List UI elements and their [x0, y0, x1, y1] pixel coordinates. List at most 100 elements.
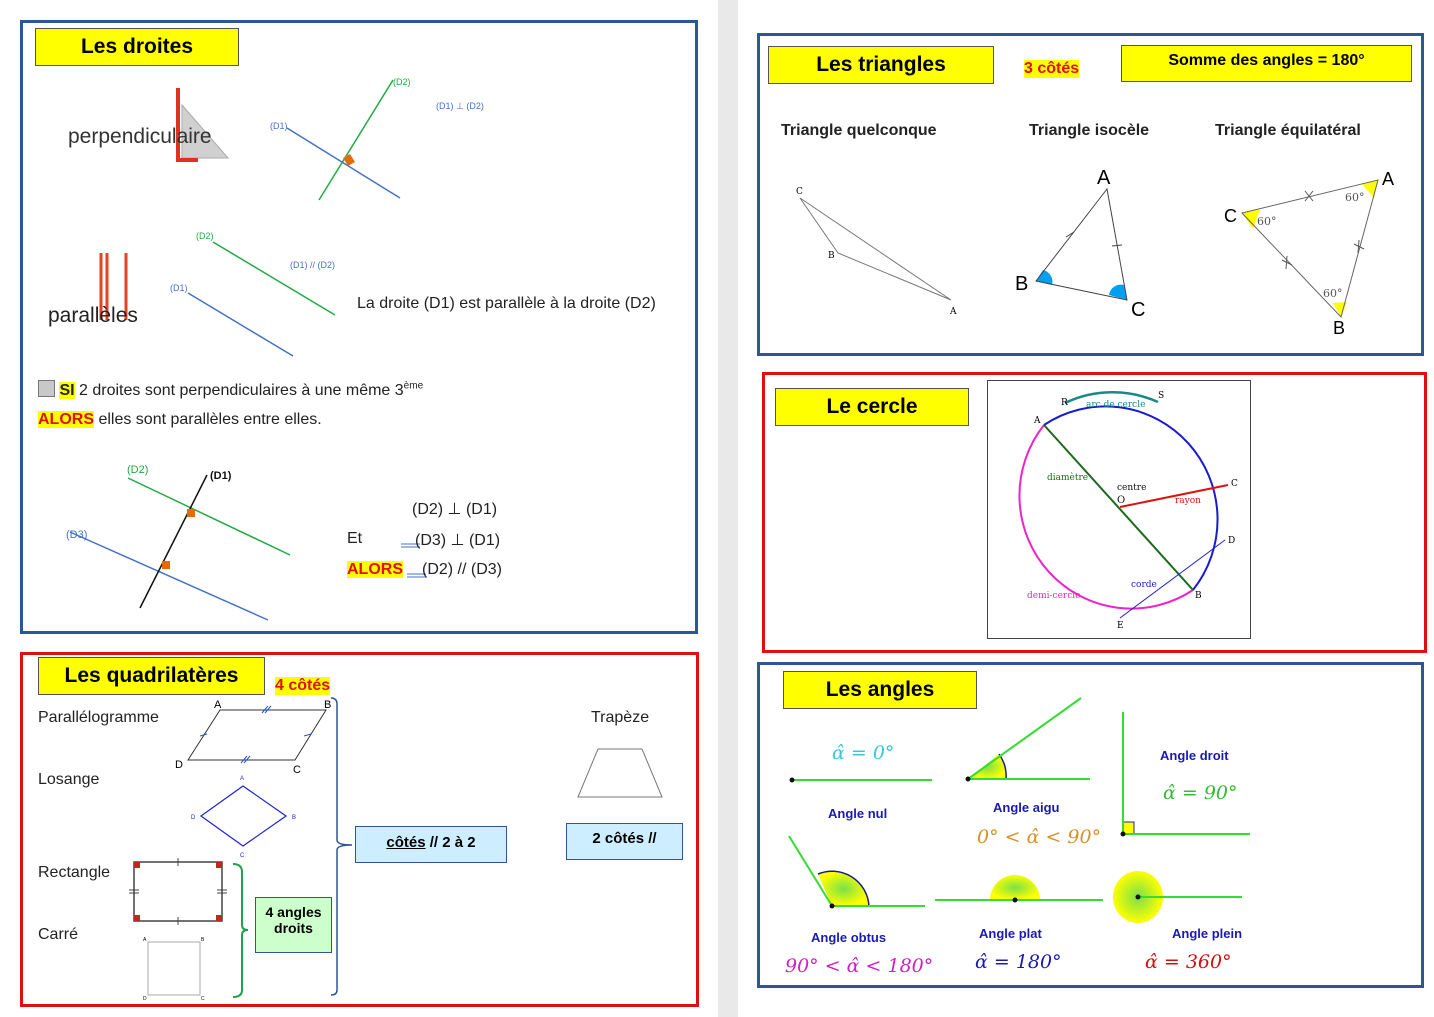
formula-nul: α̂ = 0° [832, 742, 894, 764]
formula-plein: α̂ = 360° [1145, 951, 1232, 973]
point-c: C [1231, 479, 1238, 489]
vertex-a: A [1097, 167, 1111, 189]
point-b: B [1195, 591, 1202, 601]
right-angle-square [343, 154, 355, 166]
par-line-d1 [187, 292, 294, 357]
vertex-b: B [201, 937, 205, 943]
label-o: O [1117, 495, 1125, 506]
trapeze-shape [577, 748, 663, 798]
vertex-a: A [143, 937, 147, 943]
label-d1: (D1) [170, 283, 188, 293]
vertex-c: C [201, 996, 205, 1002]
parallelogram-shape [187, 709, 327, 761]
vertex-d: D [191, 815, 196, 821]
triangle-isocele [1035, 187, 1128, 301]
right-angle-square [162, 561, 170, 569]
vertex-dot [829, 903, 835, 909]
title-cercle: Le cercle [775, 388, 969, 426]
angle-label: 60° [1323, 287, 1343, 300]
vertex-d: D [143, 996, 147, 1002]
angle-droit-rays [1122, 712, 1250, 835]
point-r: R [1061, 398, 1068, 408]
checkbox-icon [38, 380, 55, 397]
label-angle-plat: Angle plat [979, 926, 1043, 941]
corde-line [1119, 539, 1226, 619]
perp-line-d1 [286, 127, 401, 199]
title-angles: Les angles [783, 671, 977, 709]
tick-marks [199, 705, 312, 764]
label-equilateral: Triangle équilatéral [1215, 122, 1361, 139]
formula-droit: α̂ = 90° [1163, 782, 1238, 804]
right-angle-square [187, 509, 195, 517]
vertex-b: B [292, 815, 296, 821]
triangle-quelconque [799, 197, 952, 301]
proof-line-2: (D3) ⊥ (D1) [415, 532, 501, 549]
vertex-c: C [796, 187, 803, 197]
label-d2: (D2) [196, 231, 214, 241]
proof-alors: ALORS [347, 561, 403, 579]
title-droites: Les droites [35, 28, 239, 66]
vertex-c: C [1224, 206, 1237, 226]
label-trapeze: Trapèze [591, 709, 650, 726]
angle-label: 60° [1257, 215, 1277, 228]
angle-obtus-wedge [818, 871, 869, 906]
vertex-b: B [1015, 273, 1028, 295]
fig-line-d2 [127, 477, 291, 556]
label-rayon: rayon [1175, 496, 1201, 506]
vertex-dot [789, 777, 795, 783]
label-isocele: Triangle isocèle [1029, 122, 1150, 139]
label-carre: Carré [38, 926, 79, 943]
triangle-sides: 3 côtés [1024, 60, 1080, 78]
par-line-d2 [212, 241, 336, 316]
formula-obtus: 90° < α̂ < 180° [785, 955, 933, 977]
si-keyword: SI [59, 382, 75, 399]
parallel-sentence: La droite (D1) est parallèle à la droite… [357, 295, 656, 312]
si-text: 2 droites sont perpendiculaires à une mê… [79, 382, 404, 399]
label-d3: (D3) [66, 529, 87, 541]
alors-keyword-2: ALORS [347, 561, 403, 578]
quadri-sides: 4 côtés [275, 677, 331, 695]
label-d2: (D2) [393, 77, 411, 87]
set-square-icon [181, 103, 230, 159]
label-rectangle: Rectangle [38, 864, 111, 881]
angle-wedge [1109, 284, 1127, 300]
angle-obtus-rays [788, 835, 925, 907]
label-d2: (D2) [127, 464, 148, 476]
vertex-a: A [1382, 169, 1394, 189]
label-parallelogramme: Parallélogramme [38, 709, 159, 726]
alors-keyword: ALORS [38, 411, 94, 428]
alors-statement: ALORS elles sont parallèles entre elles. [38, 411, 322, 429]
fig-line-d3 [69, 531, 269, 621]
point-a: A [1033, 416, 1041, 426]
cotes-paralleles-box: côtés // 2 à 2 [355, 826, 507, 863]
angles-droits-box: 4 angles droits [255, 897, 332, 953]
vertex-dot [965, 776, 971, 782]
right-angle-mark [176, 88, 198, 162]
title-quadrilateres: Les quadrilatères [38, 657, 265, 695]
label-angle-plein: Angle plein [1172, 926, 1242, 941]
perp-relation: (D1) ⊥ (D2) [436, 101, 484, 111]
arc-de-cercle [1064, 391, 1159, 405]
alors-text: elles sont parallèles entre elles. [98, 411, 322, 428]
label-d1: (D1) [210, 470, 232, 482]
blue-brace [330, 697, 353, 996]
par-word: parallèles [48, 304, 138, 327]
title-triangles: Les triangles [768, 46, 994, 84]
cotes-word: côtés [386, 834, 426, 851]
tick-marks [129, 858, 227, 925]
page-gap [718, 0, 738, 1017]
underline-mark [401, 543, 426, 578]
label-arc: arc de cercle [1086, 400, 1145, 410]
angle-arc [817, 870, 870, 907]
rayon-line [1119, 484, 1229, 508]
vertex-c: C [240, 853, 245, 859]
vertex-b: B [324, 699, 331, 711]
tick-marks [1065, 231, 1123, 247]
label-d1: (D1) [270, 121, 288, 131]
losange-shape [199, 785, 288, 847]
si-statement: SI 2 droites sont perpendiculaires à une… [38, 380, 423, 400]
angle-wedge [1036, 270, 1053, 285]
panel-droites [20, 20, 698, 634]
proof-et: Et [347, 530, 363, 547]
